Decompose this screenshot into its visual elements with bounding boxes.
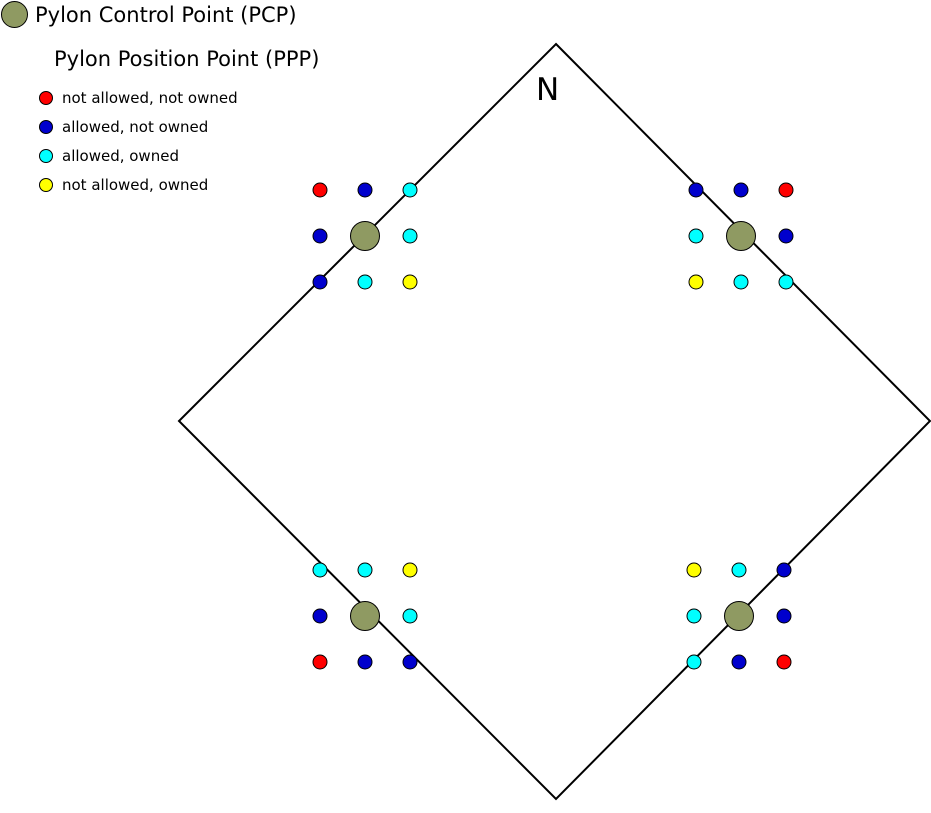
legend-item: allowed, not owned [39,112,238,141]
legend-items: not allowed, not owned allowed, not owne… [39,83,238,199]
ppp-blue-top-right [688,182,704,198]
ppp-blue-bottom-left [312,608,328,624]
ppp-blue-bottom-right [731,654,747,670]
ppp-blue-top-right [733,182,749,198]
ppp-red-top-left [312,182,328,198]
ppp-blue-top-left [312,274,328,290]
ppp-red-bottom-right [776,654,792,670]
legend-item: allowed, owned [39,141,238,170]
legend-item-label: not allowed, not owned [62,88,238,107]
pcp-top-right [726,221,756,251]
pcp-legend-icon [1,1,28,28]
ppp-cyan-top-left [402,182,418,198]
ppp-cyan-top-right [688,228,704,244]
pcp-bottom-left [350,601,380,631]
legend-pcp-row: Pylon Control Point (PCP) [1,1,297,28]
ppp-blue-bottom-right [776,562,792,578]
ppp-blue-top-right [778,228,794,244]
pcp-bottom-right [724,601,754,631]
ppp-yellow-bottom-left [402,562,418,578]
legend-item: not allowed, owned [39,170,238,199]
ppp-blue-bottom-left [402,654,418,670]
ppp-dot-cyan-icon [39,148,53,163]
ppp-cyan-bottom-right [731,562,747,578]
ppp-cyan-top-right [778,274,794,290]
ppp-red-top-right [778,182,794,198]
legend-item-label: allowed, owned [62,146,179,165]
ppp-dot-yellow-icon [39,177,53,192]
ppp-dot-red-icon [39,90,53,105]
ppp-legend-heading: Pylon Position Point (PPP) [54,47,320,71]
ppp-cyan-bottom-left [402,608,418,624]
ppp-cyan-bottom-left [357,562,373,578]
ppp-cyan-bottom-right [686,608,702,624]
pcp-top-left [350,221,380,251]
ppp-cyan-bottom-left [312,562,328,578]
ppp-yellow-top-right [688,274,704,290]
legend-item-label: not allowed, owned [62,175,209,194]
diamond-outline [177,42,931,801]
pcp-legend-label: Pylon Control Point (PCP) [35,2,297,27]
ppp-yellow-bottom-right [686,562,702,578]
ppp-red-bottom-left [312,654,328,670]
north-label: N [536,72,560,108]
ppp-blue-top-left [312,228,328,244]
ppp-blue-bottom-right [776,608,792,624]
ppp-cyan-top-left [402,228,418,244]
ppp-blue-bottom-left [357,654,373,670]
ppp-cyan-top-left [357,274,373,290]
legend-item: not allowed, not owned [39,83,238,112]
ppp-cyan-top-right [733,274,749,290]
ppp-dot-blue-icon [39,119,53,134]
ppp-cyan-bottom-right [686,654,702,670]
ppp-yellow-top-left [402,274,418,290]
ppp-blue-top-left [357,182,373,198]
legend-item-label: allowed, not owned [62,117,209,136]
